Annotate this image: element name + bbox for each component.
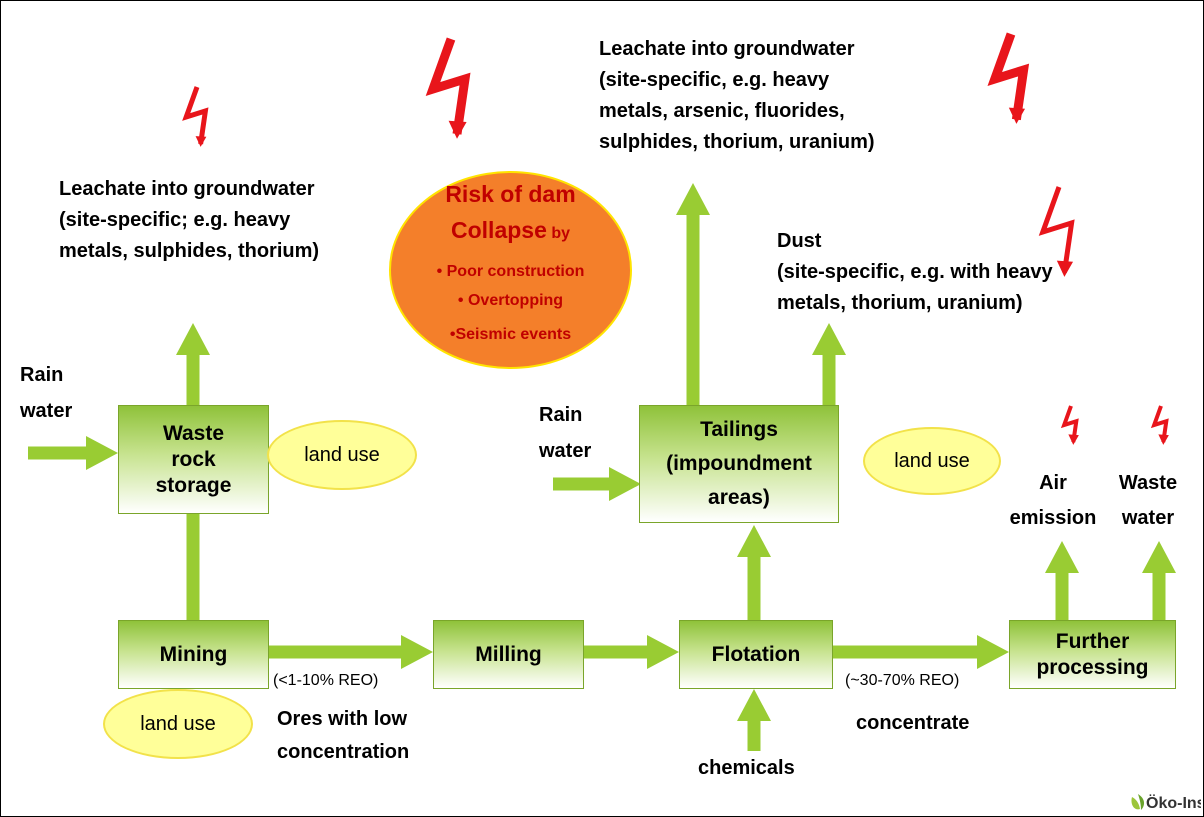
- tailings-line-3: areas): [708, 486, 770, 509]
- ores-line-2: concentration: [277, 741, 410, 763]
- risk-collapse-word: Collapse: [451, 217, 547, 243]
- risk-bullet-poor-construction: • Poor construction: [436, 263, 585, 280]
- arrow-tailings-to-dust: [812, 323, 846, 405]
- air-emission-line-1: Air: [1039, 472, 1067, 494]
- air-emission-label: Air emission: [1006, 466, 1100, 536]
- land-use-label: land use: [894, 449, 970, 472]
- land-use-ellipse-tailings: land use: [863, 427, 1001, 495]
- mining-box: Mining: [118, 620, 269, 689]
- ores-low-concentration-label: Ores with low concentration: [277, 703, 409, 769]
- lightning-icon-waste-rock: [182, 86, 209, 145]
- waste-rock-line-3: storage: [155, 473, 232, 497]
- lightning-icon-leachate-top-tip: [1008, 107, 1026, 124]
- tailings-box: Tailings (impoundment areas): [639, 405, 839, 523]
- dust-line-1: Dust: [777, 230, 822, 252]
- arrow-tailings-to-leachate: [676, 183, 710, 405]
- milling-box: Milling: [433, 620, 584, 689]
- leachate-top-line-4: sulphides, thorium, uranium): [599, 131, 875, 153]
- arrow-flotation-to-further: [833, 635, 1009, 669]
- risk-bullet-seismic-events: •Seismic events: [449, 326, 572, 343]
- tailings-line-1: Tailings: [700, 418, 778, 441]
- leachate-left-line-1: Leachate into groundwater: [59, 178, 315, 200]
- arrow-rain-to-tailings: [553, 467, 641, 501]
- arrow-mining-to-milling: [269, 635, 433, 669]
- rain-mid-line-1: Rain: [539, 404, 583, 426]
- lightning-icon-dust-tip: [1056, 260, 1074, 277]
- arrow-mining-to-waste-rock: [176, 481, 210, 620]
- chemicals-label: chemicals: [698, 757, 795, 779]
- lightning-icon-air-emission: [1060, 405, 1079, 443]
- leachate-left-line-3: metals, sulphides, thorium): [59, 240, 320, 262]
- waste-rock-line-1: Waste: [162, 421, 225, 445]
- land-use-ellipse-waste-rock: land use: [267, 420, 417, 490]
- mining-label: Mining: [159, 642, 228, 666]
- lightning-icon-waste-water: [1150, 405, 1169, 443]
- arrow-waste-rock-to-leachate: [176, 323, 210, 405]
- rain-mid-line-2: water: [539, 440, 592, 462]
- lightning-icon-dam-tip: [448, 120, 467, 139]
- lightning-icon-waste-rock-tip: [195, 136, 207, 147]
- dust-label: Dust (site-specific, e.g. with heavy met…: [777, 226, 1053, 319]
- risk-of-dam-collapse: Risk of dam Collapse by • Poor construct…: [389, 171, 632, 369]
- arrow-rain-to-waste-rock: [28, 436, 118, 470]
- risk-title-line-1: Risk of dam: [445, 181, 576, 207]
- leachate-label-top: Leachate into groundwater (site-specific…: [599, 34, 875, 158]
- land-use-label: land use: [140, 712, 216, 735]
- waste-water-label: Waste water: [1103, 466, 1193, 536]
- logo-text: Öko-Institut e.V.: [1146, 793, 1201, 812]
- arrow-further-to-air-emission: [1045, 541, 1079, 620]
- reo-high-label: (~30-70% REO): [845, 672, 960, 689]
- oeko-institut-logo-graphic: Öko-Institut e.V.: [1131, 793, 1203, 812]
- waste-rock-line-2: rock: [171, 447, 216, 471]
- rain-water-label-mid: Rain water: [539, 397, 591, 469]
- further-processing-box: Further processing: [1009, 620, 1176, 689]
- rain-water-label-left: Rain water: [20, 357, 72, 429]
- leachate-label-left: Leachate into groundwater (site-specific…: [59, 174, 319, 267]
- lightning-icon-leachate-top: [987, 32, 1030, 121]
- leachate-top-line-3: metals, arsenic, fluorides,: [599, 100, 845, 122]
- oeko-institut-logo: Öko-Institut e.V.: [1129, 791, 1203, 816]
- arrow-milling-to-flotation: [584, 635, 679, 669]
- dust-line-2: (site-specific, e.g. with heavy: [777, 261, 1053, 283]
- waste-rock-storage-box: Waste rock storage: [118, 405, 269, 514]
- risk-title-line-2: Collapse by: [391, 217, 630, 244]
- lightning-icon-waste-water-tip: [1158, 434, 1169, 445]
- further-line-2: processing: [1036, 655, 1149, 679]
- risk-bullet-overtopping: • Overtopping: [457, 292, 564, 309]
- reo-low-label: (<1-10% REO): [273, 672, 379, 689]
- air-emission-line-2: emission: [1009, 507, 1097, 529]
- rain-left-line-1: Rain: [20, 364, 64, 386]
- risk-by-word: by: [546, 225, 570, 242]
- further-line-1: Further: [1055, 629, 1130, 653]
- land-use-ellipse-mining: land use: [103, 689, 253, 759]
- lightning-icon-dust: [1038, 186, 1075, 273]
- lightning-icon-dam: [425, 37, 471, 135]
- leachate-left-line-2: (site-specific; e.g. heavy: [59, 209, 291, 231]
- leachate-top-line-1: Leachate into groundwater: [599, 38, 855, 60]
- arrow-chemicals-to-flotation: [737, 689, 771, 751]
- leachate-top-line-2: (site-specific, e.g. heavy: [599, 69, 830, 91]
- land-use-label: land use: [304, 443, 380, 466]
- ores-line-1: Ores with low: [277, 708, 408, 730]
- arrow-further-to-waste-water: [1142, 541, 1176, 620]
- flotation-label: Flotation: [711, 642, 801, 666]
- waste-water-line-2: water: [1121, 507, 1175, 529]
- waste-water-line-1: Waste: [1118, 472, 1178, 494]
- dust-line-3: metals, thorium, uranium): [777, 292, 1023, 314]
- concentrate-label: concentrate: [856, 712, 970, 734]
- rain-left-line-2: water: [20, 400, 73, 422]
- lightning-icon-air-emission-tip: [1068, 434, 1079, 445]
- milling-label: Milling: [475, 642, 542, 666]
- flotation-box: Flotation: [679, 620, 833, 689]
- arrow-flotation-to-tailings: [737, 525, 771, 620]
- tailings-line-2: (impoundment: [666, 452, 812, 475]
